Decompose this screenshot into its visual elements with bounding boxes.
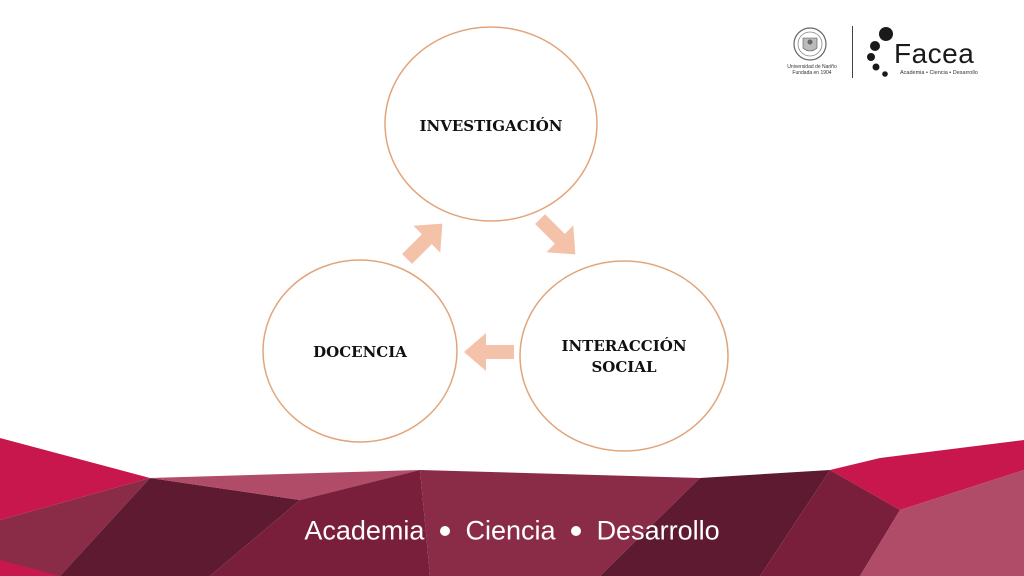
tagline-ciencia: Ciencia: [465, 515, 556, 546]
tagline-desarrollo: Desarrollo: [596, 515, 720, 546]
footer-tagline: Academia Ciencia Desarrollo: [0, 514, 1024, 546]
footer-shape: [600, 470, 830, 576]
footer-shape: [760, 470, 900, 576]
university-seal-icon: [793, 27, 827, 61]
brand-tagline: Academia • Ciencia • Desarrollo: [900, 70, 978, 76]
logo-divider: [852, 26, 853, 78]
footer-shape: [830, 440, 1024, 510]
node-circle: [384, 26, 598, 222]
footer-shape: [150, 470, 420, 500]
arrow-investigacion-to-interaccion: [535, 214, 576, 255]
footer-shape: [60, 478, 300, 576]
footer-shape: [0, 478, 150, 576]
footer-shape: [860, 470, 1024, 576]
footer-shape: [0, 560, 60, 576]
footer-shape: [420, 470, 700, 576]
header-logos: Universidad de Nariño Fundada en 1904 Fa…: [782, 24, 992, 84]
arrow-docencia-to-investigacion: [402, 223, 443, 264]
bullet-dot-icon: [439, 525, 450, 536]
footer-banner: [0, 438, 1024, 576]
node-docencia: DOCENCIA: [262, 259, 458, 443]
university-name: Universidad de Nariño: [787, 64, 837, 70]
footer-shape: [210, 470, 430, 576]
node-interaccion-social: INTERACCIÓN SOCIAL: [519, 260, 729, 452]
university-caption: Universidad de Nariño Fundada en 1904: [782, 64, 842, 76]
node-label: DOCENCIA: [313, 343, 407, 361]
node-label: SOCIAL: [591, 358, 656, 376]
node-circle: [519, 260, 729, 452]
node-circle: [262, 259, 458, 443]
bullet-dot-icon: [571, 525, 582, 536]
university-founded: Fundada en 1904: [792, 70, 832, 76]
node-label: INTERACCIÓN: [561, 337, 686, 355]
tagline-academia: Academia: [304, 515, 425, 546]
node-label: INVESTIGACIÓN: [420, 117, 563, 135]
arrow-interaccion-to-docencia: [464, 333, 514, 371]
footer-shape: [0, 438, 150, 520]
facea-dots-icon: [867, 27, 893, 77]
brand-name: Facea: [894, 38, 975, 69]
node-investigacion: INVESTIGACIÓN: [384, 26, 598, 222]
